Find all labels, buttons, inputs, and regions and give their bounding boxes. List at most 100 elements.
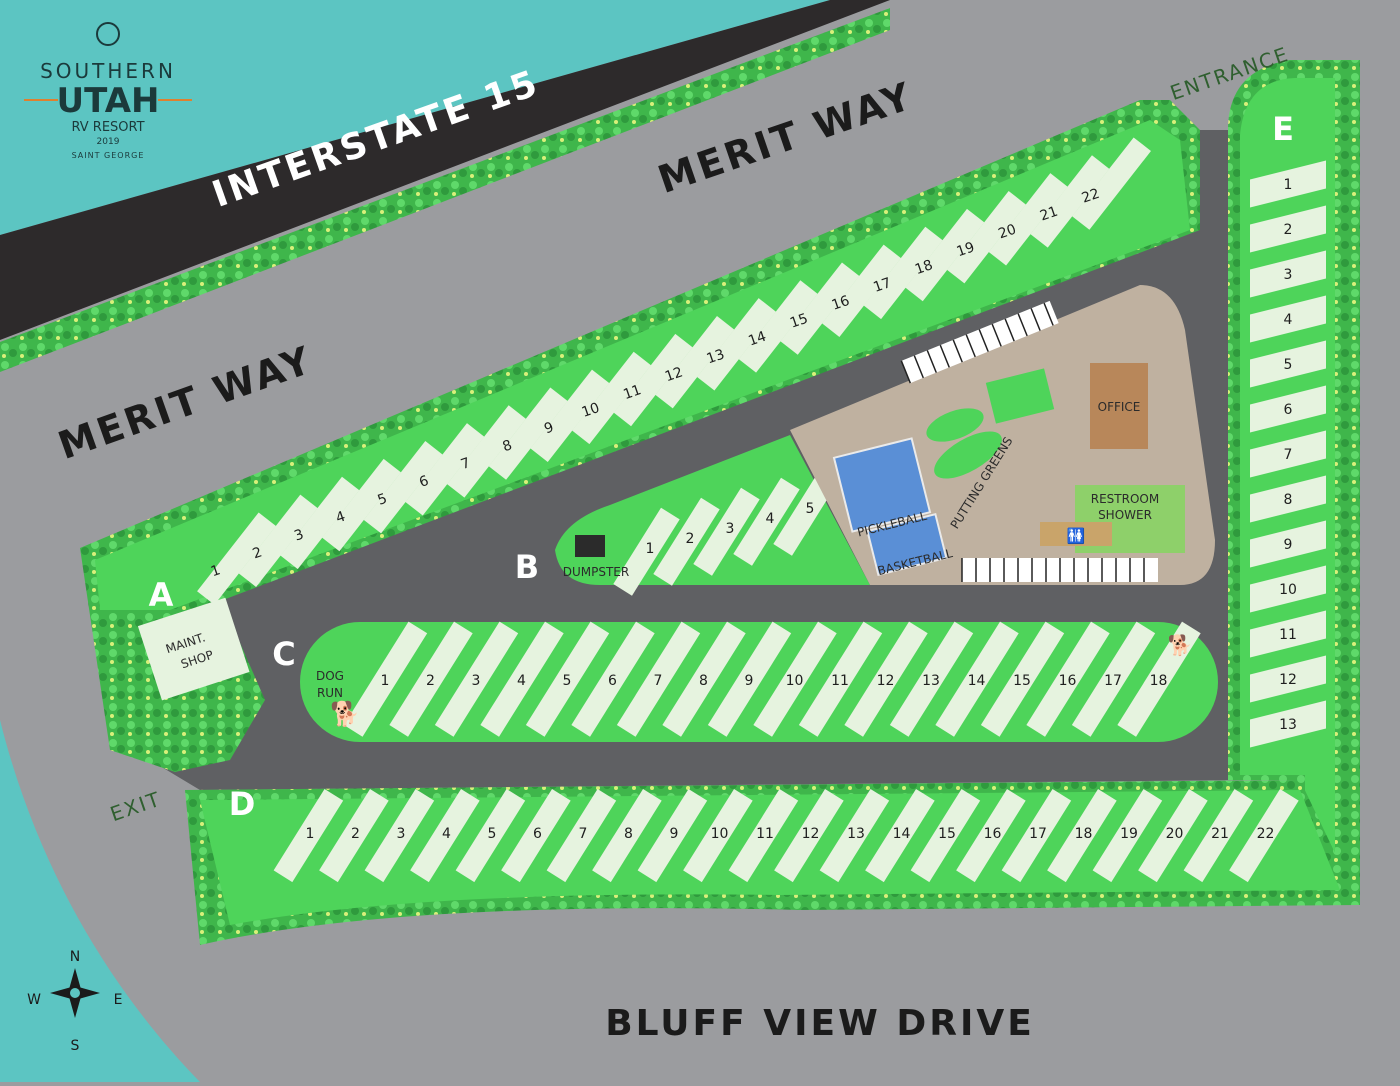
site-d-6: 6 — [533, 826, 542, 842]
site-stripe — [434, 621, 519, 737]
site-stripe — [1026, 621, 1110, 737]
site-stripe — [863, 226, 943, 320]
site-a-11: 11 — [621, 382, 643, 403]
putting-green-2 — [934, 431, 1002, 479]
site-a-14: 14 — [746, 329, 768, 350]
site-stripe — [501, 789, 571, 883]
compass-s: S — [71, 1038, 80, 1054]
site-stripe — [197, 512, 276, 605]
site-c-18: 18 — [1150, 673, 1168, 689]
site-d-18: 18 — [1075, 826, 1093, 842]
site-stripe — [1229, 789, 1299, 883]
dog-icon: 🐕 — [330, 700, 360, 728]
site-d-19: 19 — [1120, 826, 1138, 842]
site-d-16: 16 — [984, 826, 1002, 842]
site-stripe — [819, 789, 890, 883]
site-b-2: 2 — [686, 531, 695, 547]
parking-stall-line — [926, 350, 937, 373]
site-c-11: 11 — [831, 673, 849, 689]
compass-n: N — [70, 949, 80, 965]
dog-run-label-2: RUN — [317, 686, 343, 700]
site-d-4: 4 — [442, 826, 451, 842]
site-stripe — [1117, 621, 1201, 737]
site-b-5: 5 — [806, 501, 815, 517]
site-e-8: 8 — [1284, 492, 1293, 508]
site-stripe — [1250, 655, 1326, 703]
site-e-10: 10 — [1279, 582, 1297, 598]
site-a-13: 13 — [705, 346, 727, 367]
office-label: OFFICE — [1098, 400, 1141, 414]
site-b-3: 3 — [726, 521, 735, 537]
site-a-17: 17 — [871, 275, 893, 296]
site-stripe — [363, 441, 443, 534]
site-stripe — [238, 494, 318, 587]
site-c-16: 16 — [1059, 673, 1077, 689]
site-stripe — [1250, 160, 1326, 208]
site-c-15: 15 — [1013, 673, 1031, 689]
compass-w: W — [27, 992, 41, 1008]
site-stripe — [844, 621, 928, 737]
dog-icon-right: 🐕 — [1168, 633, 1193, 657]
dog-run-label-1: DOG — [316, 669, 344, 683]
logo-emblem-icon — [96, 22, 120, 46]
site-c-17: 17 — [1104, 673, 1122, 689]
lawn-square — [985, 368, 1055, 424]
site-stripe — [947, 191, 1026, 284]
section-b-letter: B — [515, 548, 539, 586]
site-stripe — [683, 789, 753, 883]
site-stripe — [935, 621, 1019, 737]
site-b-4: 4 — [766, 511, 775, 527]
site-c-7: 7 — [654, 673, 663, 689]
putting-green-1 — [926, 408, 984, 442]
site-d-5: 5 — [488, 826, 497, 842]
site-d-22: 22 — [1257, 826, 1275, 842]
site-c-10: 10 — [786, 673, 804, 689]
site-stripe — [273, 789, 344, 883]
site-stripe — [910, 789, 981, 883]
plaza-parking — [900, 300, 1158, 582]
hedge-interstate — [0, 8, 890, 372]
site-stripe — [905, 208, 985, 302]
site-stripe — [1250, 430, 1326, 478]
site-stripe — [1250, 205, 1326, 253]
site-c-13: 13 — [922, 673, 940, 689]
site-d-21: 21 — [1211, 826, 1229, 842]
site-stripe — [738, 280, 818, 373]
site-stripe — [693, 487, 760, 576]
section-d-letter: D — [229, 785, 256, 823]
parking-stall-line — [939, 344, 950, 368]
site-stripe — [546, 789, 617, 883]
site-c-3: 3 — [472, 673, 481, 689]
site-c-9: 9 — [745, 673, 754, 689]
site-a-10: 10 — [580, 400, 602, 421]
resort-logo: SOUTHERN UTAH RV RESORT 2019 SAINT GEORG… — [24, 22, 192, 160]
site-d-7: 7 — [579, 826, 588, 842]
site-e-6: 6 — [1284, 402, 1293, 418]
site-stripe — [956, 789, 1026, 883]
site-stripe — [571, 621, 655, 737]
site-stripe — [655, 316, 735, 409]
site-e-1: 1 — [1284, 177, 1293, 193]
merit-way-left-label: MERIT WAY — [53, 337, 319, 468]
site-d-1: 1 — [306, 826, 315, 842]
site-stripe — [592, 789, 662, 883]
parking-stall-line — [1004, 318, 1015, 342]
site-c-14: 14 — [968, 673, 986, 689]
section-a-letter: A — [149, 576, 174, 614]
section-e-letter: E — [1272, 110, 1294, 148]
site-stripe — [410, 789, 480, 883]
site-stripe — [389, 621, 473, 737]
parking-row-top — [901, 300, 1059, 384]
site-stripe — [613, 333, 693, 427]
site-stripe — [988, 173, 1068, 266]
site-stripe — [405, 423, 485, 516]
site-stripe — [980, 621, 1065, 737]
site-stripe — [1250, 520, 1326, 568]
interstate-road — [0, 0, 890, 340]
site-stripe — [1072, 137, 1151, 230]
site-d-13: 13 — [847, 826, 865, 842]
bluff-view-label: BLUFF VIEW DRIVE — [605, 1003, 1035, 1044]
